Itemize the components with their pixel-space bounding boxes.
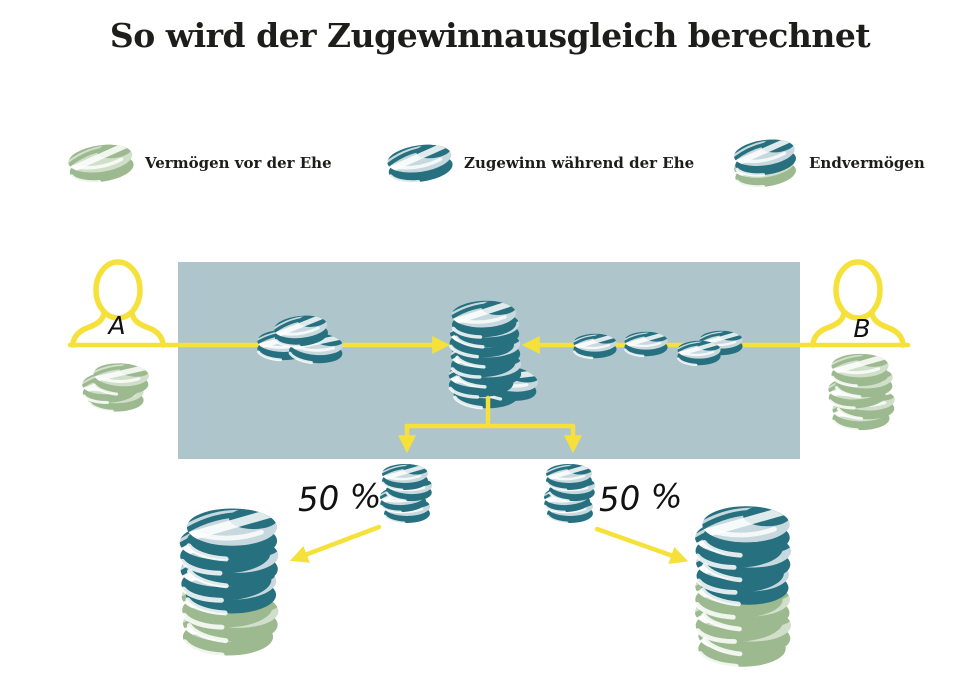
share-right-label: 50 % — [598, 476, 684, 519]
legend-item-final: Endvermögen — [730, 132, 925, 194]
person-a-figure — [70, 259, 166, 348]
person-a-label: A — [106, 311, 125, 340]
final-stack-a — [166, 505, 288, 655]
legend-label: Endvermögen — [809, 154, 925, 172]
person-b-figure — [810, 259, 906, 348]
page-title: So wird der Zugewinnausgleich berechnet — [109, 16, 871, 55]
premarital-pile-a — [73, 359, 154, 411]
final-stack-b — [681, 503, 800, 667]
split-branch — [398, 395, 582, 454]
share-left-label: 50 % — [297, 476, 383, 519]
legend-item-premarital: Vermögen vor der Ehe — [66, 132, 332, 194]
legend-label: Zugewinn während der Ehe — [464, 154, 695, 172]
premarital-stack-b — [819, 352, 900, 430]
person-b-label: B — [853, 314, 870, 343]
legend-item-gain: Zugewinn während der Ehe — [385, 132, 694, 194]
legend-label: Vermögen vor der Ehe — [145, 154, 332, 172]
arrow-to-final-b — [594, 526, 689, 564]
legend: Vermögen vor der Ehe Zugewinn während de… — [0, 132, 980, 194]
arrow-to-final-a — [289, 524, 382, 563]
share-stack-right — [536, 462, 599, 523]
